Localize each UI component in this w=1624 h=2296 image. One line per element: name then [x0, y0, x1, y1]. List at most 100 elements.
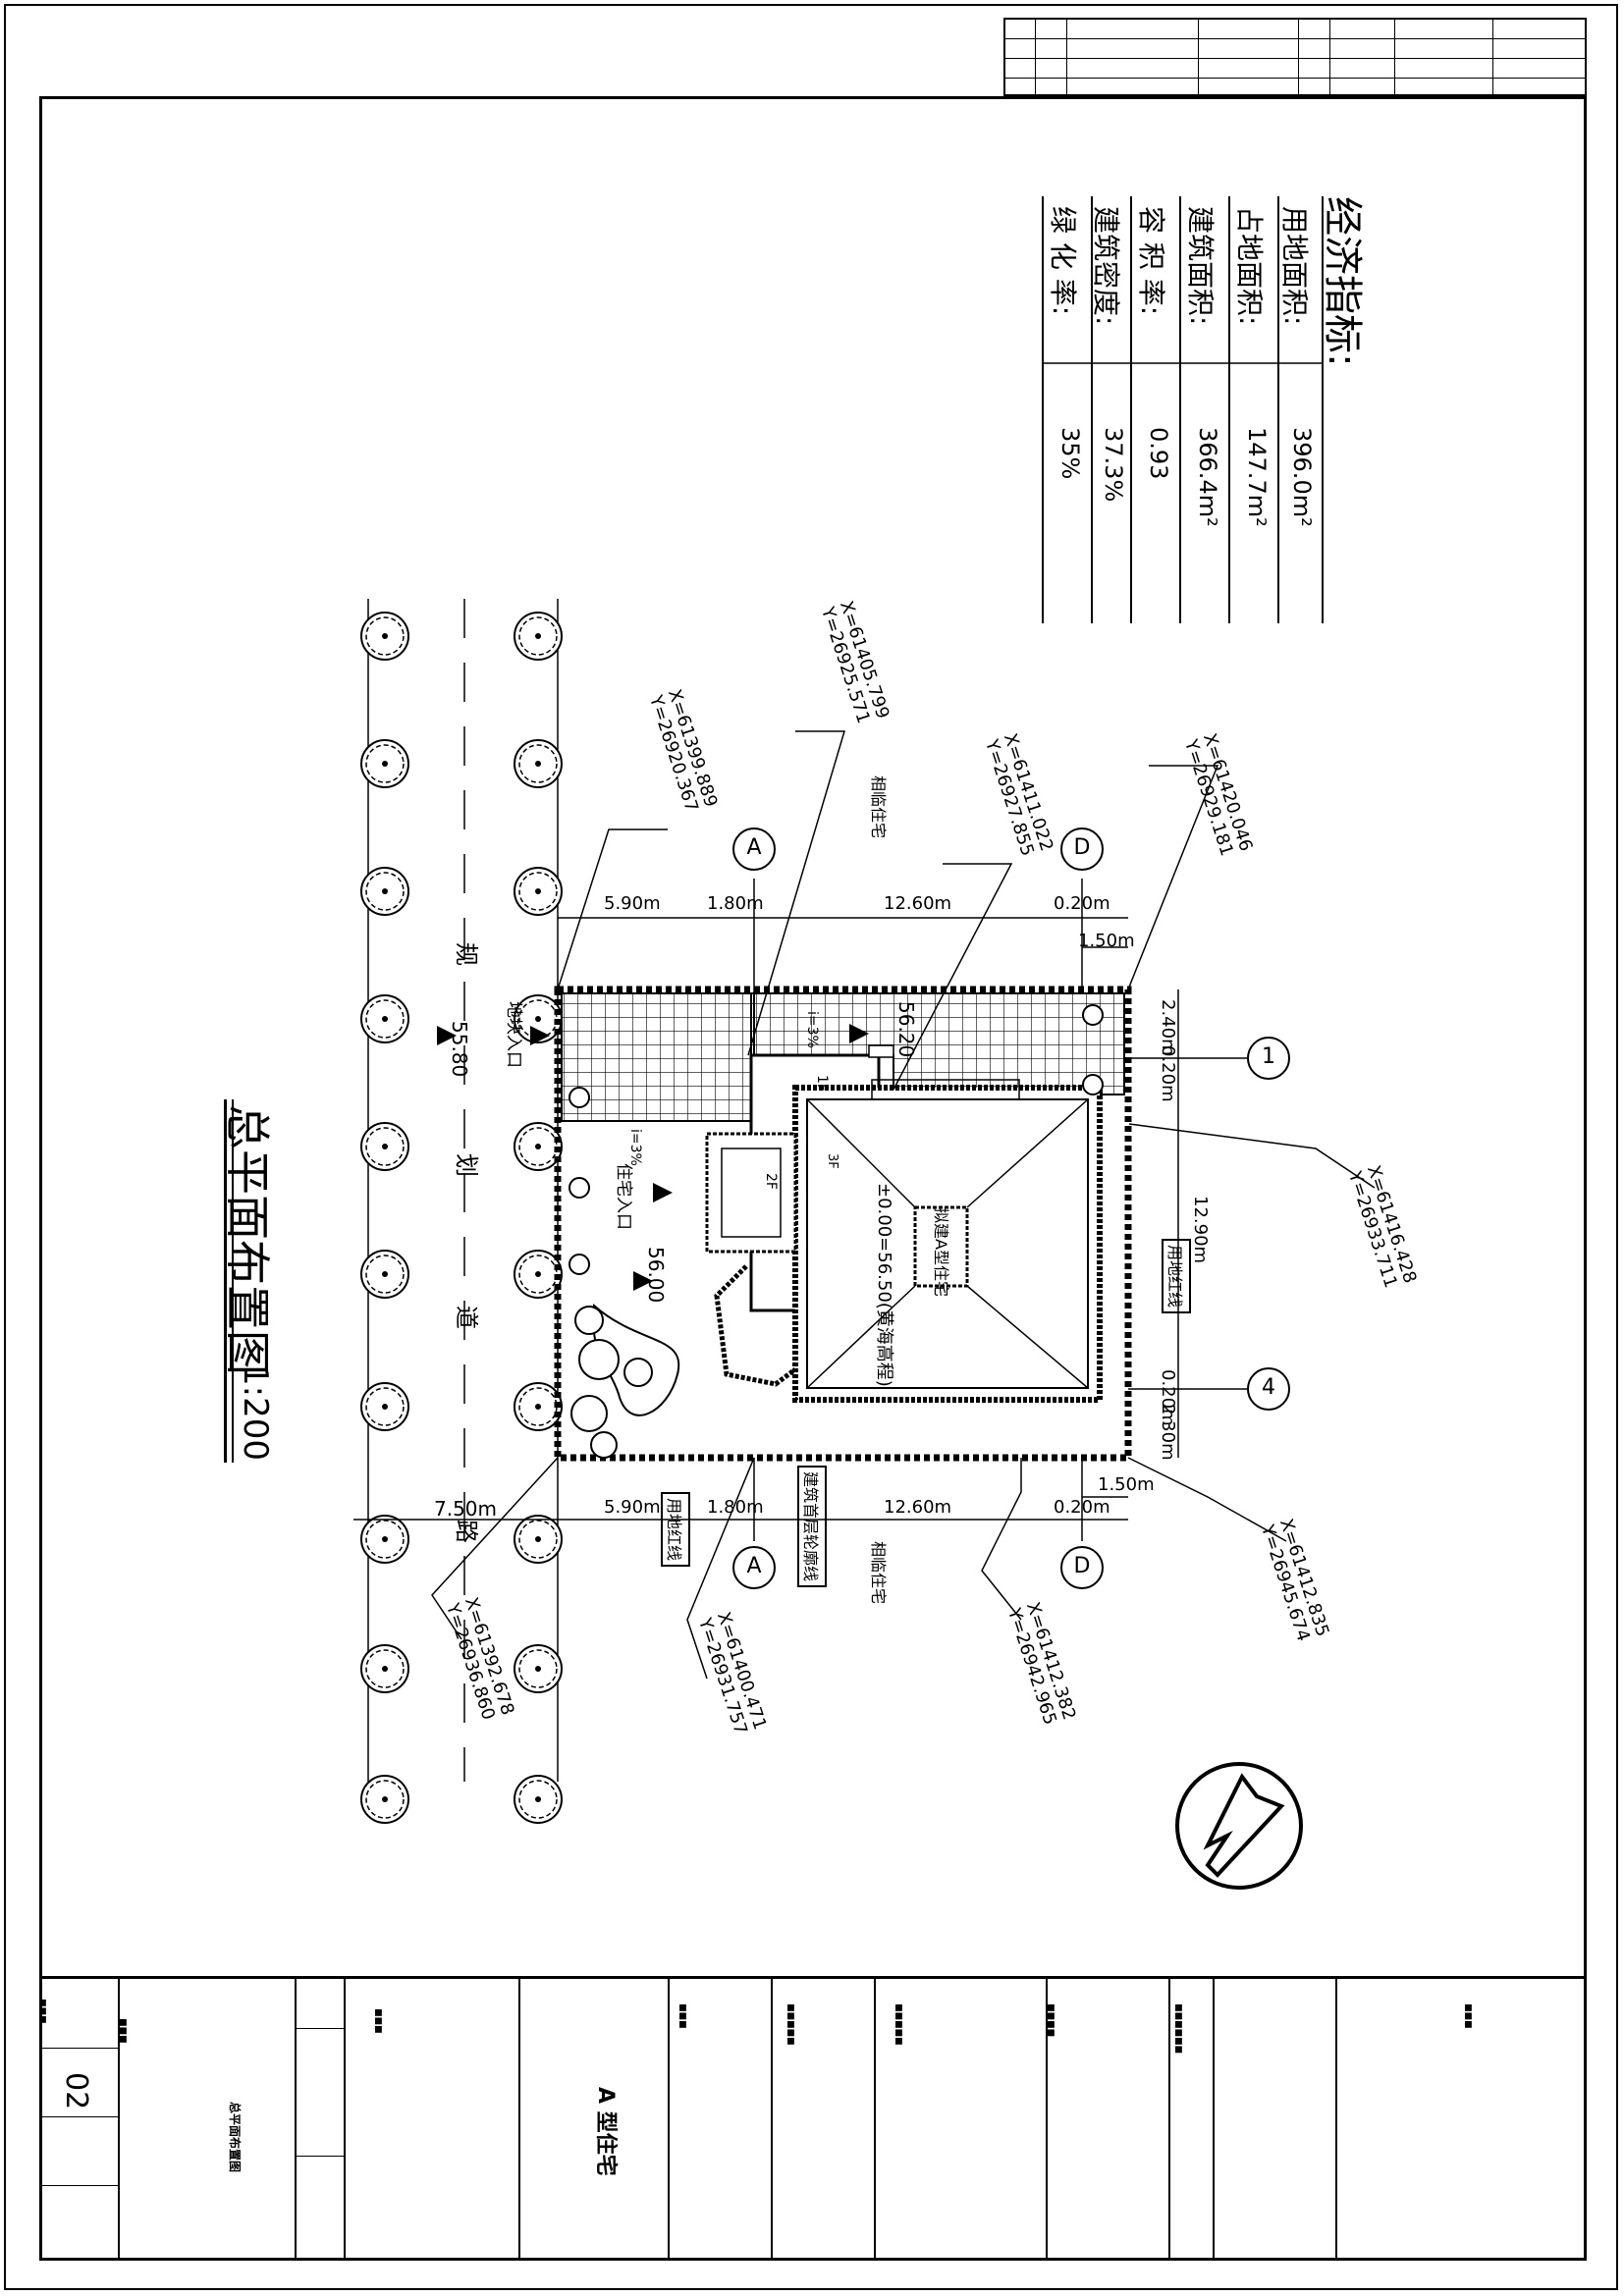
dimension-text: 5.90m: [604, 1497, 661, 1518]
tb-divider: [295, 2028, 344, 2029]
axis-label: D: [1073, 835, 1091, 860]
dimension-lines: [353, 917, 1179, 1521]
indicator-value: 366.4m²: [1194, 427, 1221, 527]
road-width-dimension: 7.50m: [434, 1497, 498, 1521]
elevation-value: 55.80: [448, 1021, 471, 1078]
elevation-value: 56.20: [894, 1001, 918, 1058]
tb-divider: [668, 1979, 670, 2261]
axis-label: 1: [1262, 1044, 1275, 1069]
title-underline: [232, 1099, 234, 1463]
indicator-value: 37.3%: [1100, 427, 1127, 503]
indicator-label: 用地面积:: [1278, 206, 1311, 326]
tb-cell-label: ■■■: [1463, 2003, 1473, 2029]
tb-cell-label: ■■■■: [1046, 2003, 1056, 2038]
sheet-name: 总平面布置图: [228, 2102, 242, 2173]
axis-grid: [732, 828, 1290, 1589]
floor-label: 2F: [763, 1173, 779, 1190]
drawing-scale: 1:200: [236, 1364, 275, 1461]
dimension-text: 12.90m: [1190, 1196, 1211, 1264]
title-underline: [224, 1099, 227, 1463]
tb-cell-label: ■■■: [373, 2008, 383, 2034]
slope-label: i=3%: [627, 1129, 643, 1166]
tb-divider: [518, 1979, 520, 2261]
tb-divider: [39, 2185, 118, 2186]
road-label: 道: [453, 1306, 480, 1329]
house-entrance-label: 住宅入口: [614, 1163, 633, 1230]
tb-divider: [1335, 1979, 1337, 2261]
bollards: [568, 1004, 1104, 1275]
dimension-text: 0.20m: [1054, 893, 1110, 914]
tb-cell-label: ■■■■■■: [1173, 2003, 1183, 2055]
house-label: 拟建A型住宅: [932, 1207, 950, 1297]
indicator-value: 147.7m²: [1243, 427, 1271, 527]
dimension-text: 12.60m: [884, 893, 952, 914]
tb-cell-label: ■■■: [677, 2003, 687, 2029]
north-arrow-icon: [1175, 1762, 1303, 1890]
table-col: [1394, 20, 1395, 94]
elevation-note: ±0.00=56.50(黄海高程): [874, 1183, 894, 1387]
dimension-text: 1.50m: [1098, 1474, 1155, 1495]
table-col: [1066, 20, 1067, 94]
indicator-label: 建筑密度:: [1090, 206, 1122, 326]
tb-cell-label: ■■■■■: [893, 2003, 903, 2046]
road-label: 规: [453, 942, 480, 966]
indicator-value: 396.0m²: [1288, 427, 1316, 527]
dimension-text: 2.30m: [1158, 1404, 1178, 1461]
drawing-title: 总平面布置图: [221, 1104, 274, 1375]
indicator-value: 0.93: [1145, 427, 1172, 480]
axis-label: D: [1073, 1554, 1091, 1578]
table-col: [1329, 20, 1330, 94]
tb-divider: [1213, 1979, 1215, 2261]
redline-label: 用地红线: [661, 1492, 690, 1568]
tb-divider: [39, 2116, 118, 2117]
sheet-number: 02: [59, 2072, 93, 2110]
site-boundary: [554, 986, 1132, 1462]
indicators-table: [1042, 196, 1324, 623]
elevation-markers: [437, 1024, 869, 1291]
table-row: [1005, 78, 1585, 79]
tb-divider: [295, 2156, 344, 2157]
outline-label: 建筑首层轮廓线: [797, 1466, 827, 1588]
tb-cell-label: ■■■: [118, 2018, 128, 2044]
axis-label: 4: [1262, 1375, 1275, 1400]
dimension-text: 1.80m: [707, 893, 764, 914]
road-label: 路: [453, 1520, 480, 1543]
indicator-label: 绿 化 率:: [1047, 206, 1079, 316]
dimension-text: 1.80m: [707, 1497, 764, 1518]
road-label: 划: [453, 1153, 480, 1177]
tb-divider: [39, 1979, 41, 2261]
revision-table: [1003, 18, 1587, 96]
axis-label: A: [746, 835, 762, 860]
elevation-value: 56.00: [644, 1247, 668, 1304]
floor-label: 3F: [825, 1153, 839, 1169]
tb-divider: [1168, 1979, 1170, 2261]
redline-label: 用地红线: [1162, 1239, 1191, 1314]
table-row: [1005, 58, 1585, 59]
tb-cell-label: ■■■■■: [785, 2003, 795, 2046]
dimension-text: 1.50m: [1078, 931, 1135, 951]
tb-divider: [874, 1979, 876, 2261]
floor-label: 1F: [814, 1075, 830, 1092]
indicator-label: 建筑面积:: [1184, 206, 1217, 326]
garage-entrance-label: 地块入口: [504, 1001, 523, 1068]
page-border: [4, 4, 1618, 2290]
table-row: [1005, 38, 1585, 39]
table-col: [1198, 20, 1199, 94]
dimension-text: 5.90m: [604, 893, 661, 914]
building-outline: [705, 1044, 1103, 1403]
dimension-text: 0.20m: [1158, 1045, 1178, 1102]
indicator-value: 35%: [1056, 427, 1084, 480]
table-col: [1035, 20, 1036, 94]
drawing-frame: [39, 96, 1587, 2261]
tb-divider: [1046, 1979, 1048, 2261]
slope-label: i=3%: [804, 1011, 820, 1048]
project-type: A 型住宅: [593, 2087, 618, 2176]
neighbor-label: 相临住宅: [869, 775, 888, 839]
axis-label: A: [746, 1554, 762, 1578]
tb-cell-label: ■■■: [37, 1999, 47, 2024]
dimension-text: 0.20m: [1054, 1497, 1110, 1518]
indicator-label: 容 积 率:: [1135, 206, 1167, 316]
tb-divider: [39, 2048, 118, 2049]
indicators-heading: 经济指标:: [1320, 196, 1365, 367]
